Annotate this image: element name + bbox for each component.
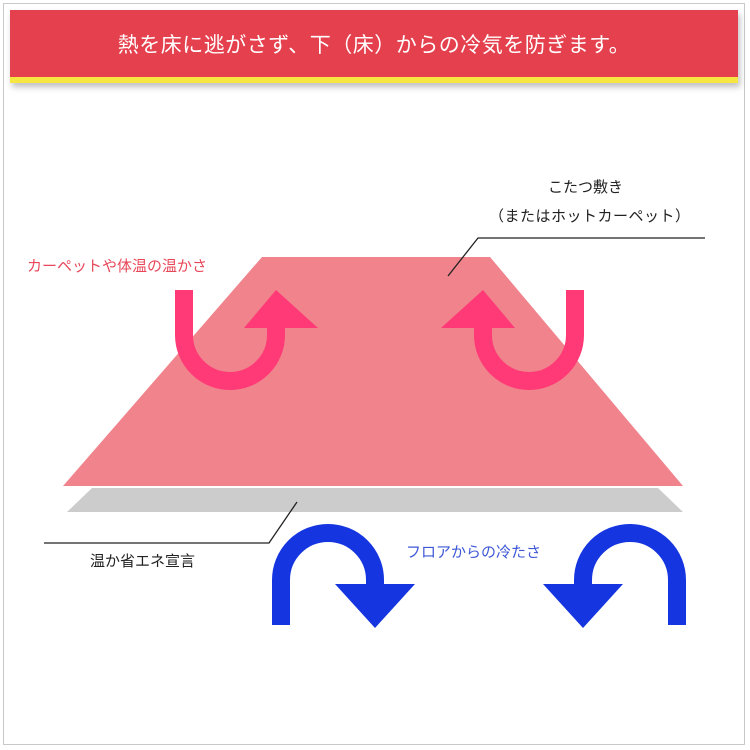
kotatsu-label: こたつ敷き [548,178,624,196]
header-title: 熱を床に逃がさず、下（床）からの冷気を防ぎます。 [117,32,631,57]
header-banner: 熱を床に逃がさず、下（床）からの冷気を防ぎます。 [10,10,738,83]
insulation-layer [67,488,683,512]
insulation-label: 温か省エネ宣言 [90,552,196,570]
insulation-leader-line [44,501,298,544]
image-frame [3,3,745,745]
cold-label: フロアからの冷たさ [406,543,542,561]
carpet-layer [63,257,683,486]
kotatsu-leader-line [447,237,705,277]
cold-arrow-right-icon [543,524,686,628]
warmth-label: カーペットや体温の温かさ [27,257,208,275]
cold-arrow-left-icon [272,524,415,628]
kotatsu-sublabel: （またはホットカーペット） [489,207,691,225]
warm-arrow-left-icon [175,290,318,390]
warm-arrow-right-icon [441,290,584,390]
